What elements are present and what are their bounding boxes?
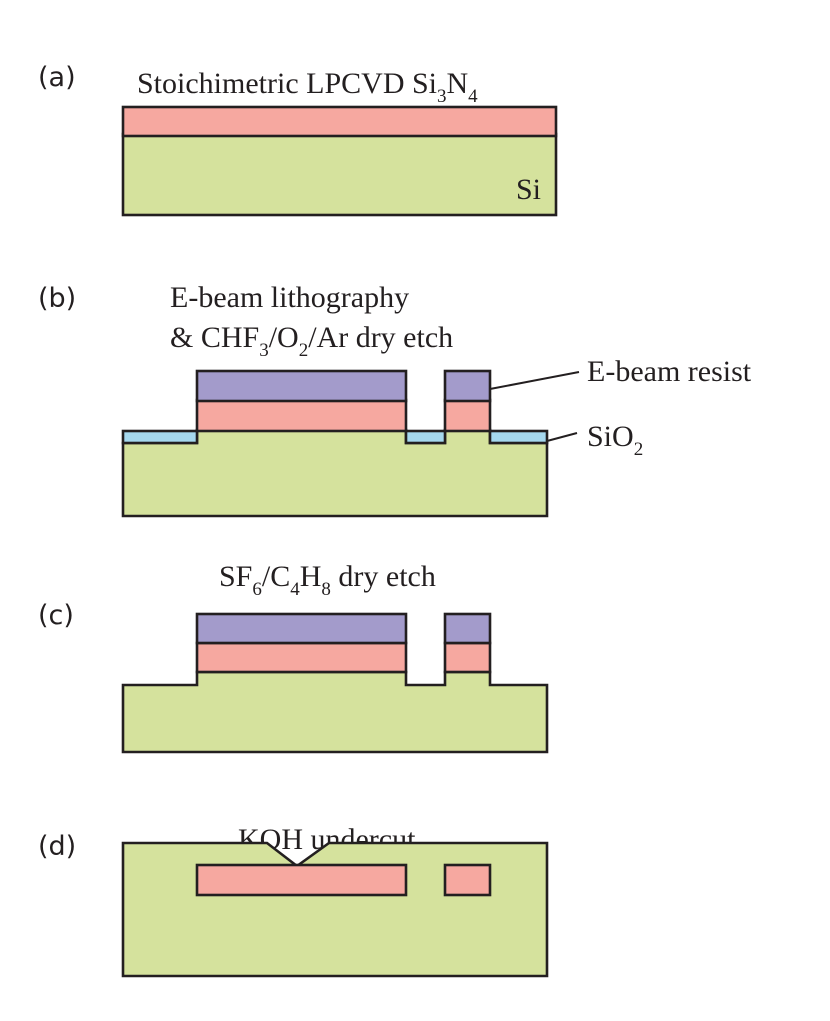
panel-c: (c) SF6/C4H8 dry etch [38,560,549,754]
panel-b-oxide-leader [546,432,578,442]
panel-d-letter: (d) [38,831,76,862]
panel-b-nitride-narrow [443,398,492,433]
panel-c-resist-narrow [443,612,492,645]
panel-b-letter: (b) [38,283,76,314]
panel-d: (d) KOH undercut [38,823,549,978]
panel-b-oxide-middle [404,429,447,445]
panel-a: (a) Stoichimetric LPCVD Si3N4 Si [38,62,558,217]
panel-d-silicon-substrate [121,841,549,978]
panel-b-oxide-label: SiO2 [587,420,643,460]
panel-d-nitride-wide [195,863,408,897]
panel-b-caption-line2: & CHF3/O2/Ar dry etch [170,321,453,361]
panel-c-caption: SF6/C4H8 dry etch [219,560,436,600]
panel-c-nitride-narrow [443,641,492,674]
panel-b-caption-line1: E-beam lithography [170,281,409,314]
panel-c-silicon-substrate [121,670,549,754]
panel-b-resist-narrow [443,369,492,403]
panel-b-resist-wide [195,369,408,403]
panel-a-caption: Stoichimetric LPCVD Si3N4 [137,67,478,107]
panel-c-resist-wide [195,612,408,645]
panel-b: (b) E-beam lithography & CHF3/O2/Ar dry … [38,281,752,518]
panel-c-letter: (c) [38,600,74,631]
panel-a-si-label: Si [516,173,541,206]
panel-a-letter: (a) [38,62,76,93]
panel-b-oxide-right [488,429,549,445]
panel-b-resist-label: E-beam resist [587,355,752,388]
panel-c-nitride-wide [195,641,408,674]
panel-b-nitride-wide [195,398,408,433]
panel-b-oxide-left [121,429,199,445]
panel-d-nitride-narrow [443,863,492,897]
panel-b-resist-leader [489,371,580,390]
panel-a-silicon-substrate [121,132,558,217]
panel-a-nitride-layer [121,105,558,138]
